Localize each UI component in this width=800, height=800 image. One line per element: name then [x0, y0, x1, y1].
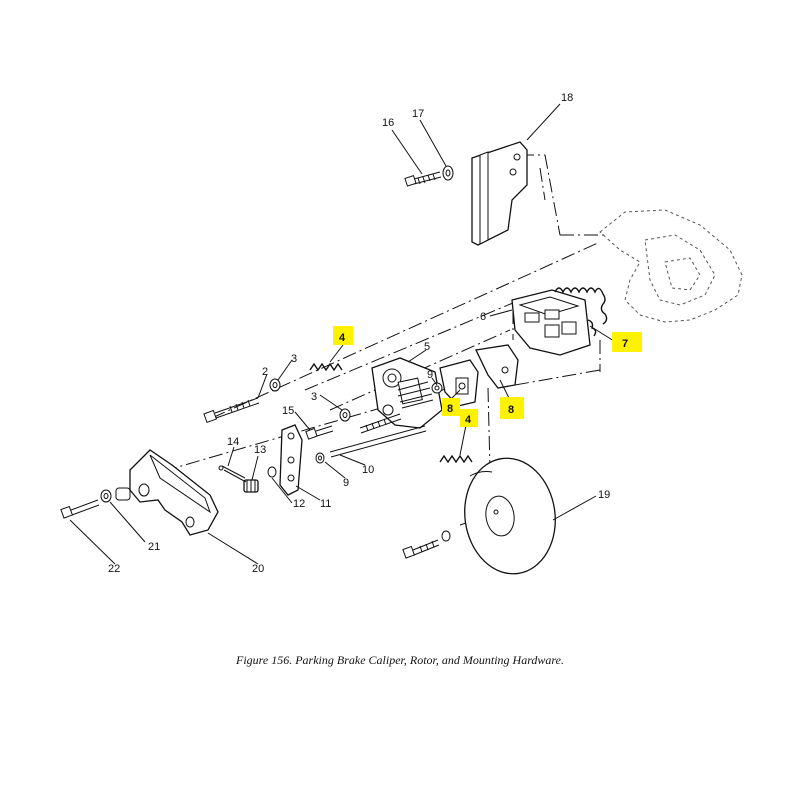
callout-4-upper: 4 [339, 332, 346, 344]
part-13-castle-nut [243, 479, 259, 493]
callout-3-lower: 3 [311, 391, 317, 403]
highlight-4-lower [460, 409, 478, 427]
part-19-rotor [464, 457, 556, 575]
part-18-mounting-bracket [471, 141, 528, 246]
caliper-housing-outline [599, 209, 743, 323]
callout-9-upper: 9 [427, 369, 433, 381]
callout-leaders [69, 103, 615, 565]
part-4-spring-lower [439, 454, 473, 464]
part-10-pin [329, 425, 427, 458]
part-21-washer [100, 487, 131, 503]
highlight-7 [612, 332, 642, 352]
part-2-bolt [203, 397, 260, 424]
callout-9-lower: 9 [343, 477, 349, 489]
callout-8-left: 8 [447, 403, 453, 415]
part-16-bolt [404, 171, 442, 187]
highlight-8-right [500, 397, 524, 419]
part-3-washer-b [339, 408, 351, 422]
highlight-4-upper [333, 326, 353, 345]
part-4-spring-upper [309, 362, 343, 372]
part-8-brake-pad-outer [475, 344, 519, 389]
rotor-mounting-bolt [402, 530, 451, 559]
part-22-bolt [60, 499, 100, 519]
callout-14: 14 [227, 436, 239, 448]
part-3-washer-a [269, 378, 281, 392]
part-7-spring [554, 287, 608, 337]
part-15-bolt [305, 425, 334, 440]
highlight-8-left [442, 398, 460, 416]
callout-22: 22 [108, 563, 120, 575]
part-9-nut-upper [431, 382, 443, 394]
part-17-washer [442, 165, 454, 181]
callout-8-right: 8 [508, 404, 514, 416]
part-5-caliper-body [371, 357, 443, 429]
callout-10: 10 [362, 464, 374, 476]
callout-15: 15 [282, 405, 294, 417]
part-14-cotter-pin [218, 465, 247, 483]
callout-6: 6 [480, 311, 486, 323]
callout-19: 19 [598, 489, 610, 501]
callout-5: 5 [424, 341, 430, 353]
part-20-support-bracket [129, 449, 219, 536]
callout-7: 7 [622, 338, 628, 350]
callout-16: 16 [382, 117, 394, 129]
callout-18: 18 [561, 92, 573, 104]
callout-12: 12 [293, 498, 305, 510]
callout-3-upper: 3 [291, 353, 297, 365]
caliper-guide-pin [359, 413, 402, 434]
part-6-caliper-block [511, 289, 591, 356]
part-11-lever-arm [279, 424, 303, 496]
callout-2: 2 [262, 366, 268, 378]
callout-13: 13 [254, 444, 266, 456]
callout-21: 21 [148, 541, 160, 553]
part-9-washer-lower [315, 452, 325, 464]
callout-17: 17 [412, 108, 424, 120]
callout-11: 11 [320, 498, 331, 510]
figure-caption: Figure 156. Parking Brake Caliper, Rotor… [236, 653, 564, 667]
callout-4-lower: 4 [465, 414, 472, 426]
part-12-washer [267, 466, 277, 478]
callout-highlights [333, 326, 642, 427]
part-8-brake-pad-inner [439, 359, 479, 407]
callout-20: 20 [252, 563, 264, 575]
callout-labels: 2 3 3 4 4 5 6 7 8 8 9 9 10 11 12 13 14 1… [108, 92, 628, 575]
